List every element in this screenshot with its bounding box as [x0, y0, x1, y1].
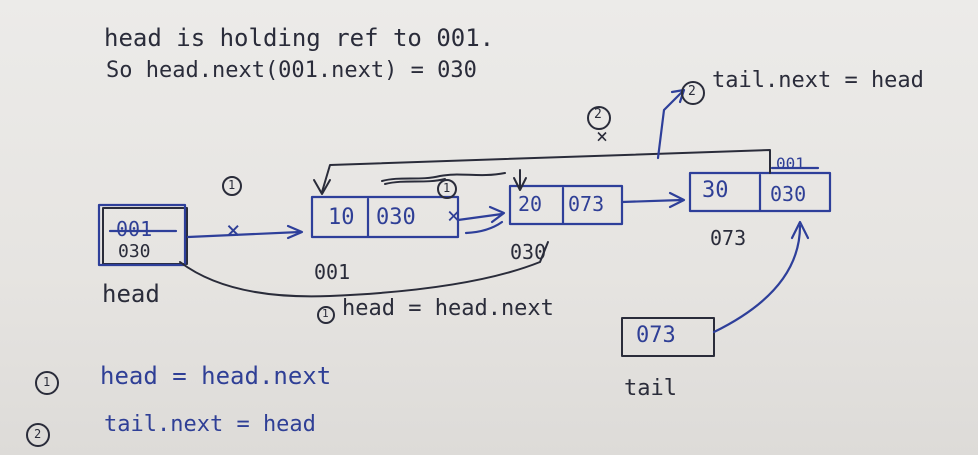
step2-pointer: [656, 90, 684, 160]
node-030-next: 073: [568, 192, 605, 216]
head-label: head: [102, 280, 160, 308]
step1-circle-b: [437, 179, 457, 199]
bottom-marker-2: 2: [34, 427, 42, 441]
head-to-001-arrowhead: [286, 224, 304, 240]
inner-line-head: [513, 177, 527, 191]
note-step2-top: tail.next = head: [712, 68, 924, 93]
head-value: 030: [118, 241, 151, 262]
tail-box: [621, 317, 715, 357]
step1-x-a: ×: [226, 216, 241, 244]
step1-circle-note: [317, 306, 335, 324]
030-to-073-arrow: [620, 198, 684, 204]
001-to-030-arrow-alt: [464, 220, 504, 235]
030-to-073-arrowhead: [668, 191, 686, 209]
step1-x-b: ×: [447, 204, 461, 229]
node-073-address: 073: [710, 226, 747, 250]
bottom-marker-1: 1: [43, 375, 51, 389]
bottom-note-1: head = head.next: [100, 362, 332, 390]
head-box-outline: [97, 203, 187, 267]
step1-marker-note: 1: [322, 307, 329, 320]
tail-next-loop-head: [313, 179, 331, 195]
node-030-value: 20: [518, 192, 543, 216]
node-001-next: 030: [376, 205, 416, 230]
001-to-030-arrowhead: [488, 205, 506, 224]
node-030-address: 030: [510, 240, 547, 264]
head-to-001-arrow: [186, 230, 302, 239]
node-030-box: [508, 184, 624, 226]
tail-label: tail: [624, 376, 677, 401]
node-001-value: 10: [328, 205, 355, 230]
step1-marker-b: 1: [443, 181, 451, 195]
note-step1-mid: head = head.next: [342, 296, 554, 321]
note-line-2: So head.next(001.next) = 030: [106, 58, 477, 83]
node-001-address: 001: [314, 260, 351, 284]
step2-marker-top: 2: [594, 107, 602, 122]
head-old-value: 001: [116, 217, 153, 241]
note-line-1: head is holding ref to 001.: [104, 24, 495, 52]
tail-value: 073: [636, 323, 676, 348]
step1-circle-a: [222, 176, 242, 196]
scribble-line: [381, 172, 506, 182]
tail-curve: [712, 224, 802, 334]
step2-circle-top: [587, 106, 611, 130]
001-to-030-arrow: [456, 212, 504, 222]
node-073-old-next: 001: [776, 154, 805, 173]
tail-next-loop: [321, 149, 771, 193]
step2-marker-right: 2: [688, 84, 696, 99]
head-curve-to-030: [179, 241, 549, 298]
node-073-next: 030: [770, 182, 807, 206]
step2-circle-right: [681, 81, 705, 105]
tail-curve-head: [790, 220, 810, 240]
bottom-note-2: tail.next = head: [104, 412, 316, 437]
bottom-circle-1: [35, 371, 59, 395]
step2-pointer-head: [670, 88, 686, 104]
node-001-box: [310, 195, 460, 239]
step1-marker-a: 1: [228, 178, 236, 192]
node-073-value: 30: [702, 178, 729, 203]
scribble-line-2: [384, 178, 446, 185]
step2-x-top: ×: [596, 124, 609, 148]
bottom-circle-2: [26, 423, 50, 447]
